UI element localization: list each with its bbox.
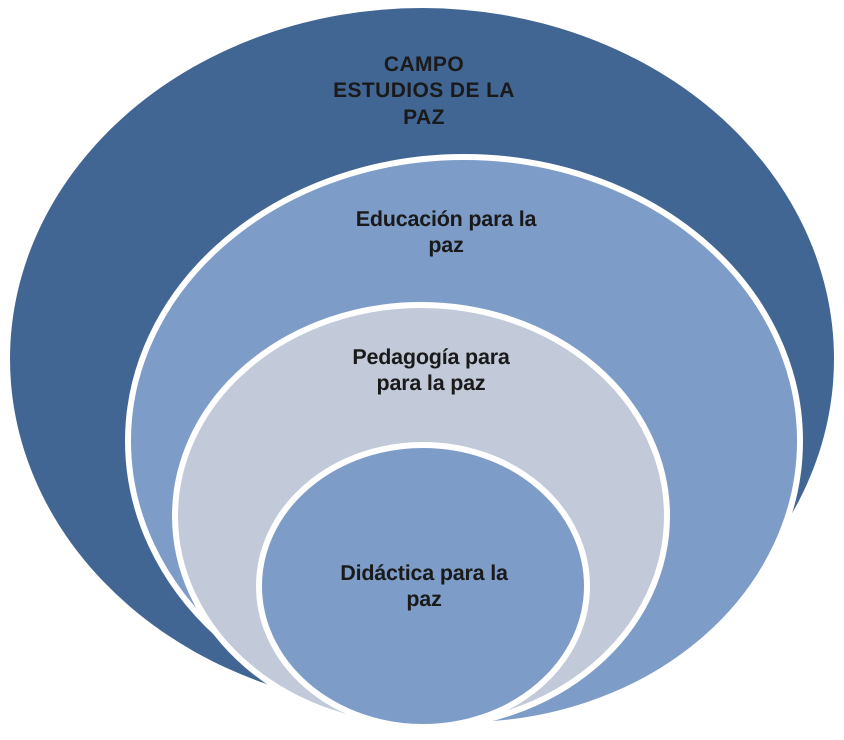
ring-didactica-shape [256, 442, 590, 730]
